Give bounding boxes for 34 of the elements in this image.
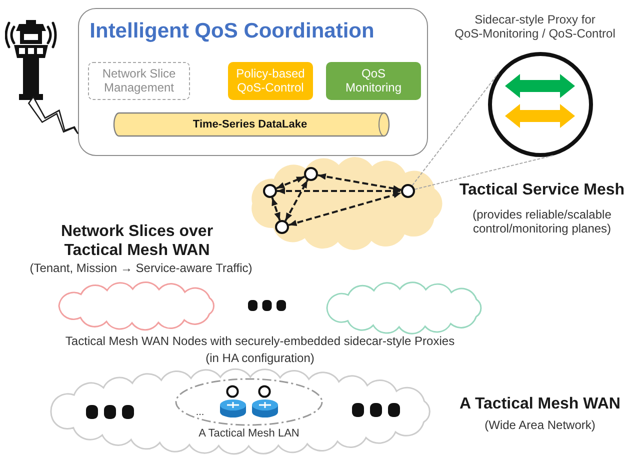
node-circle — [401, 184, 415, 198]
note-text: Tactical Mesh WAN Nodes with securely-embedded sidecar-style Proxies — [65, 334, 455, 348]
note-text: (in HA configuration) — [206, 350, 314, 366]
heading-text: Tactical Service Mesh — [459, 180, 625, 200]
process-box — [228, 62, 313, 100]
label-text: A Tactical Mesh LAN — [198, 427, 300, 441]
dotted-line — [414, 155, 554, 190]
subtitle-text: (Wide Area Network) — [484, 418, 596, 432]
heading-text: A Tactical Mesh WAN — [460, 394, 620, 414]
cylinder-shape — [113, 112, 390, 137]
heading-text: Network Slices over Tactical Mesh WAN — [60, 222, 214, 260]
label-text: Policy-based QoS-Control — [235, 66, 306, 96]
dashed-box — [88, 62, 190, 100]
label-text: Time-Series DataLake — [192, 118, 308, 132]
double-headed-arrow — [284, 180, 308, 222]
node-circle — [263, 184, 277, 198]
label-text: Network Slice Management — [101, 66, 177, 96]
double-headed-arrow — [271, 197, 281, 221]
caption-text: Sidecar-style Proxy for QoS-Monitoring / QoS-Control — [454, 12, 616, 42]
ellipsis-text: ... — [196, 407, 204, 419]
double-headed-arrow — [318, 173, 402, 192]
label-text: QoS Monitoring — [344, 66, 403, 96]
panel-title: Intelligent QoS Coordination — [90, 18, 374, 44]
process-box — [326, 62, 421, 100]
double-headed-arrow — [277, 188, 401, 194]
node-circle — [275, 220, 289, 234]
double-headed-arrow — [276, 176, 305, 190]
rounded-panel — [78, 8, 428, 156]
node-circle — [304, 167, 318, 181]
lightning-bolt — [28, 96, 79, 134]
subtitle-text: (Tenant, Mission → Service-aware Traffic) — [30, 260, 252, 276]
subtitle-text: (provides reliable/scalable control/monitoring planes) — [472, 208, 612, 236]
double-headed-arrow — [288, 192, 402, 226]
dotted-line — [412, 72, 500, 186]
